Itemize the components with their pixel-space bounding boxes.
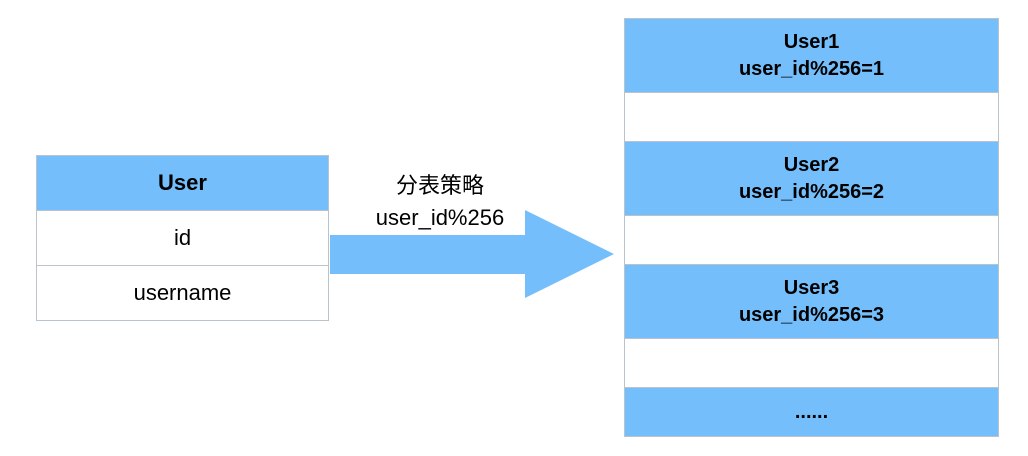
shard-rule: user_id%256=3 [738, 303, 885, 326]
user-table-title: User [37, 156, 328, 211]
strategy-rule: user_id%256 [375, 205, 505, 230]
shard-spacer [625, 339, 998, 388]
sharding-arrow [330, 210, 614, 298]
shard-more-ellipsis: ...... [625, 388, 998, 436]
shard-name: User1 [783, 30, 840, 53]
shard-name: User3 [783, 276, 840, 299]
user-field-id: id [37, 211, 328, 266]
arrow-shape [330, 210, 614, 298]
user-table: User id username [36, 155, 329, 321]
shard-table-3: User3 user_id%256=3 [625, 265, 998, 339]
arrow-label: 分表策略 user_id%256 [340, 170, 540, 234]
shard-table-list: User1 user_id%256=1 User2 user_id%256=2 … [624, 18, 999, 437]
shard-name: User2 [783, 153, 840, 176]
shard-rule: user_id%256=1 [738, 57, 885, 80]
shard-table-1: User1 user_id%256=1 [625, 19, 998, 93]
shard-spacer [625, 216, 998, 265]
shard-spacer [625, 93, 998, 142]
shard-rule: user_id%256=2 [738, 180, 885, 203]
user-field-username: username [37, 266, 328, 320]
shard-table-2: User2 user_id%256=2 [625, 142, 998, 216]
strategy-title: 分表策略 [395, 173, 484, 198]
